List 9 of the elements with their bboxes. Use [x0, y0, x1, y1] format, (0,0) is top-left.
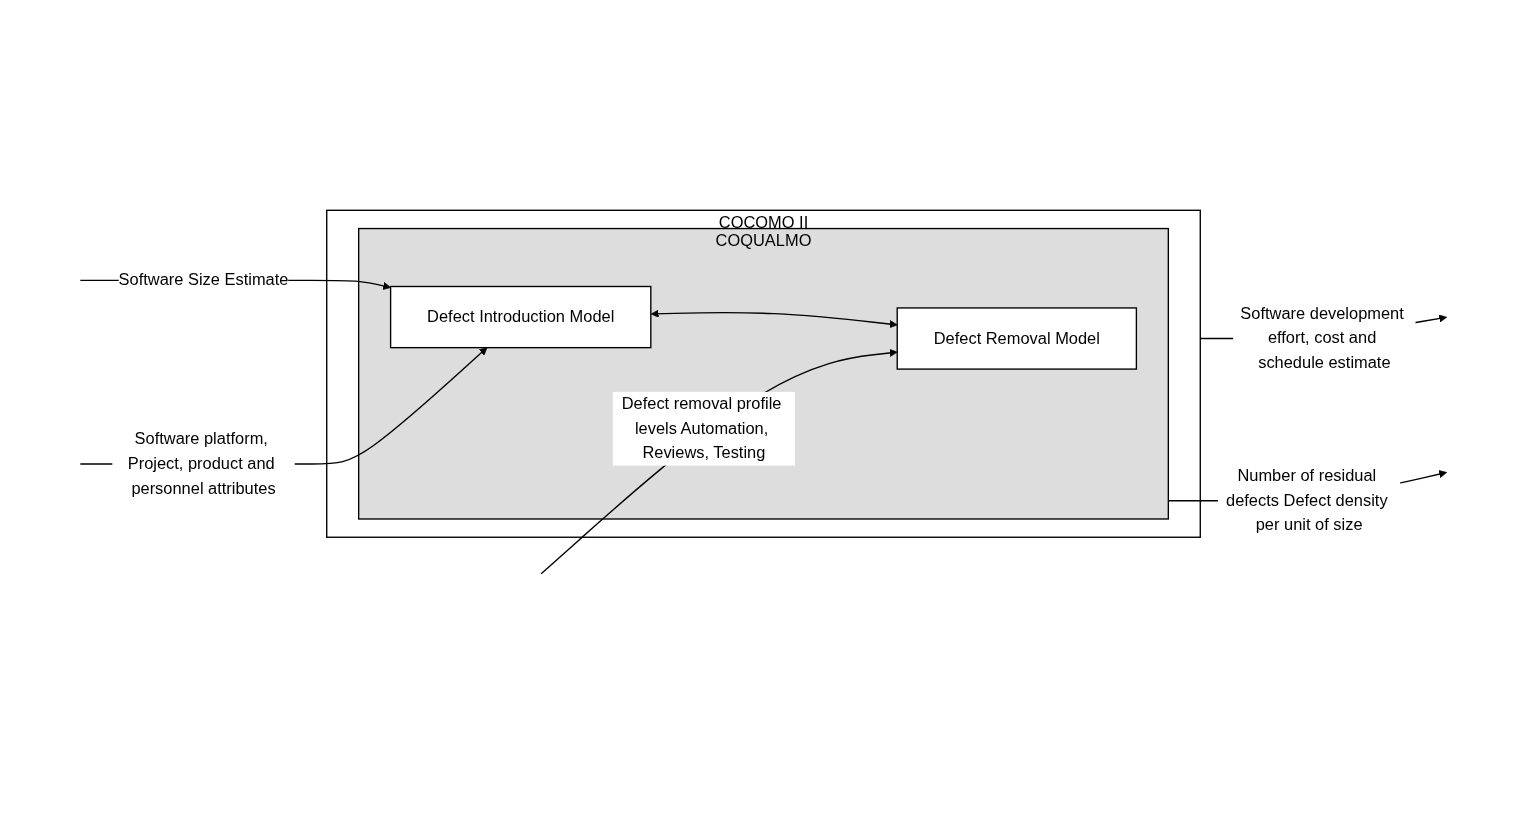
arrow [650, 309, 898, 329]
edge-label: Software platform, Project, product and personnel attributes [127, 430, 276, 498]
node-box: Defect Removal Model [896, 307, 1138, 370]
edge-label: Software development effort, cost and schedule estimate [1240, 304, 1404, 372]
node-box: Defect Introduction Model [389, 286, 652, 349]
arrow [540, 349, 898, 575]
edge-label: Software Size Estimate [118, 270, 289, 290]
edge-label: Number of residual defects Defect density per unit of size [1226, 466, 1388, 535]
edge-label: Defect removal profile levels Automation, Reviews, Testing [621, 394, 782, 463]
